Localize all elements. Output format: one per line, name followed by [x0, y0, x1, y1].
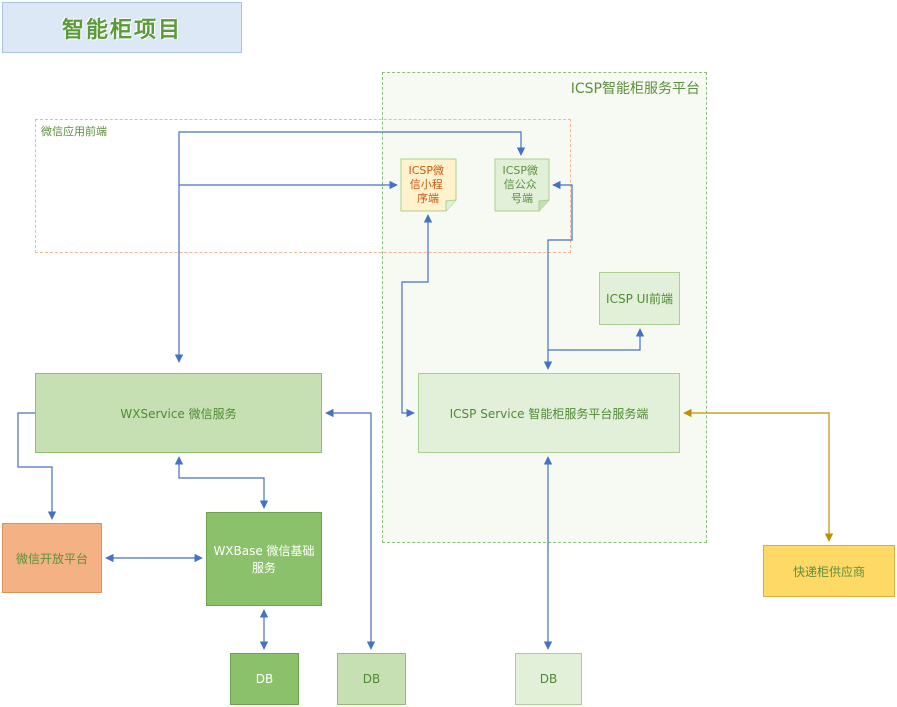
- wx-open-platform-label: 微信开放平台: [15, 551, 88, 566]
- supplier-node: 快递柜供应商: [763, 545, 895, 597]
- icsp-service-label: ICSP Service 智能柜服务平台服务端: [449, 406, 649, 421]
- db-icsp-node: DB: [515, 653, 582, 705]
- wechat-frontend-region: 微信应用前端: [35, 119, 571, 253]
- db-wxbase-label: DB: [255, 672, 274, 686]
- supplier-label: 快递柜供应商: [792, 564, 865, 579]
- icsp-ui-label: ICSP UI前端: [606, 292, 673, 306]
- db-wxbase-node: DB: [230, 653, 299, 705]
- wx-service-label: WXService 微信服务: [120, 406, 237, 421]
- wx-service-node: WXService 微信服务: [35, 373, 322, 453]
- title-banner: 智能柜项目: [2, 2, 242, 53]
- db-wxservice-label: DB: [362, 672, 381, 686]
- db-wxservice-node: DB: [337, 653, 406, 705]
- wechat-frontend-region-label: 微信应用前端: [41, 125, 107, 138]
- connector-wxservice-db: [325, 408, 376, 650]
- wx-open-platform-node: 微信开放平台: [2, 523, 102, 593]
- db-icsp-label: DB: [539, 672, 558, 686]
- wx-base-label: WXBase 微信基础服务: [213, 544, 315, 575]
- icsp-platform-region-label: ICSP智能柜服务平台: [570, 81, 700, 97]
- connector-wxservice-wxbase: [174, 456, 269, 509]
- icsp-ui-node: ICSP UI前端: [599, 272, 680, 325]
- diagram-title: 智能柜项目: [61, 17, 182, 43]
- wx-base-node: WXBase 微信基础服务: [206, 512, 322, 606]
- icsp-service-node: ICSP Service 智能柜服务平台服务端: [418, 373, 680, 453]
